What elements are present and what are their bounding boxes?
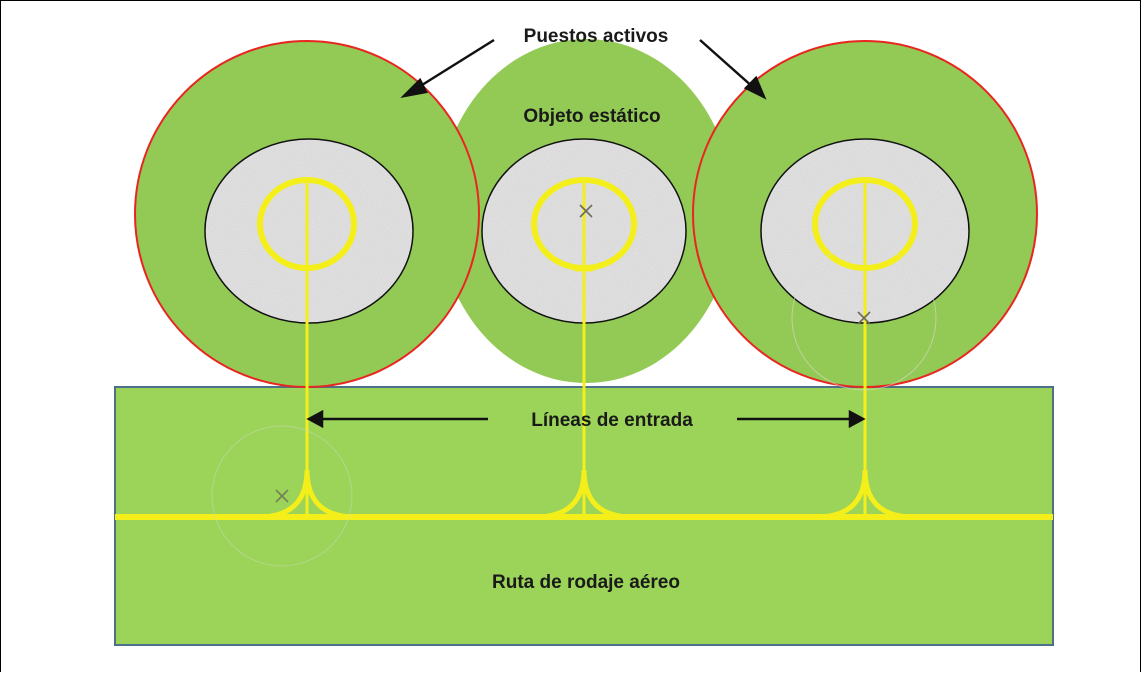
lead-in-lines-arrows [306, 409, 866, 429]
aircraft-marker-middle [579, 204, 593, 218]
apron-pad-left [204, 138, 414, 324]
stand-centerlines [305, 180, 867, 520]
label-taxiway: Ruta de rodaje aéreo [492, 572, 680, 593]
label-static-object: Objeto estático [523, 106, 660, 127]
label-active-stands: Puestos activos [524, 26, 669, 47]
aircraft-marker-taxiway [211, 425, 353, 567]
aircraft-marker-right [791, 245, 937, 391]
label-lead-in-lines: Líneas de entrada [531, 410, 693, 431]
active-stands-arrows [400, 38, 767, 100]
